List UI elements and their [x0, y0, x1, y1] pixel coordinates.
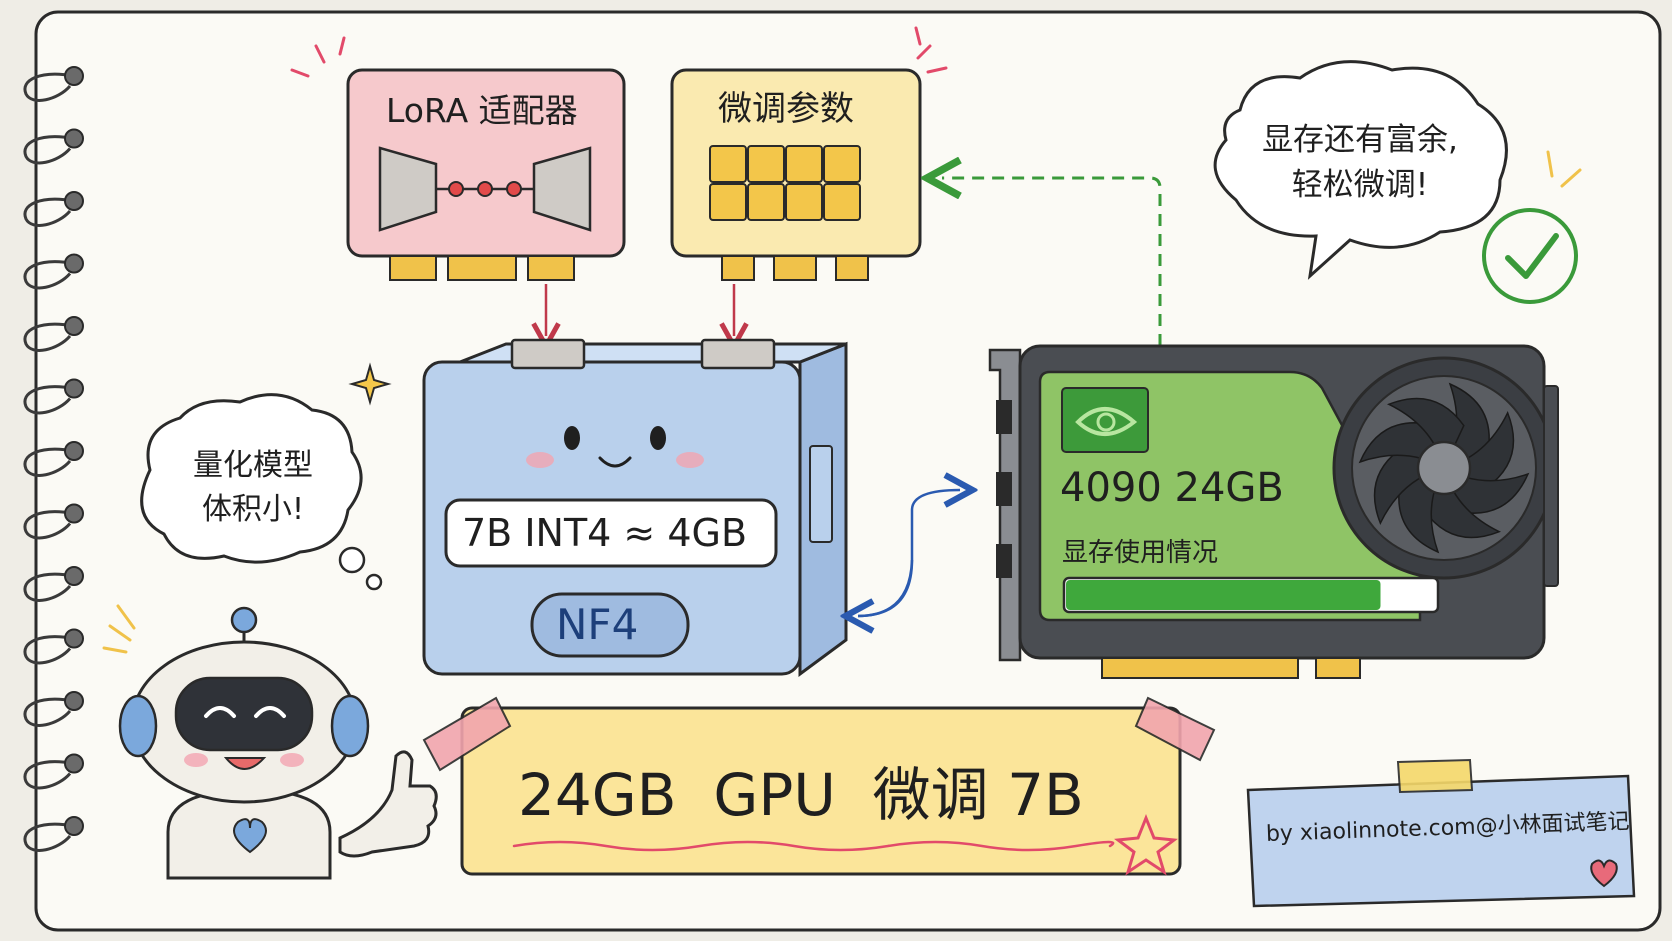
- title-banner: [422, 696, 1216, 876]
- spiral-ring: [23, 135, 75, 165]
- nf4-badge-label: NF4: [556, 600, 639, 649]
- spiral-ring: [23, 510, 75, 540]
- gpu-speech-bubble: [1213, 60, 1582, 280]
- spiral-ring: [23, 260, 75, 290]
- spiral-hole: [64, 191, 84, 211]
- tape-decoration: [1396, 758, 1474, 794]
- model-size-label: 7B INT4 ≈ 4GB: [462, 511, 748, 555]
- spiral-hole: [64, 691, 84, 711]
- spiral-hole: [64, 566, 84, 586]
- spiral-hole: [64, 441, 84, 461]
- nf4-badge: [530, 592, 690, 658]
- banner-title: 24GB GPU 微调 7B: [518, 761, 1084, 829]
- gpu-bubble-line-2: 轻松微调!: [1291, 166, 1429, 203]
- spiral-hole: [64, 66, 84, 86]
- tape-decoration: [422, 696, 512, 772]
- spiral-ring: [23, 635, 75, 665]
- sparkle-icon: [348, 362, 392, 406]
- spiral-ring: [23, 385, 75, 415]
- param-cell: [709, 145, 747, 183]
- spiral-ring: [23, 822, 75, 852]
- param-cell: [747, 183, 785, 221]
- spiral-ring: [23, 697, 75, 727]
- param-cell: [785, 145, 823, 183]
- spiral-binding: [23, 66, 84, 852]
- tape-decoration: [1134, 696, 1216, 762]
- smiley-face-icon: [526, 426, 704, 468]
- gpu-model-label: 4090 24GB: [1060, 465, 1284, 511]
- spiral-ring: [23, 197, 75, 227]
- model-thought-bubble: [140, 393, 383, 591]
- param-grid-icon: [709, 145, 861, 221]
- param-cell: [823, 145, 861, 183]
- spiral-hole: [64, 378, 84, 399]
- spiral-hole: [64, 628, 84, 649]
- spiral-hole: [64, 816, 84, 836]
- check-mark-icon: [1482, 208, 1578, 304]
- gpu-bubble-line-1: 显存还有富余,: [1262, 122, 1458, 158]
- nvidia-logo-icon: [1061, 387, 1149, 453]
- thumbs-up-icon: [338, 750, 438, 858]
- lora-adapter-card: [290, 36, 626, 281]
- robot-mascot-icon: [102, 604, 438, 880]
- model-top-port: [510, 338, 586, 370]
- spiral-ring: [23, 72, 75, 102]
- finetune-params-card: [670, 26, 948, 281]
- vram-usage-bar: [1062, 576, 1440, 614]
- spiral-hole: [64, 503, 84, 524]
- param-cell: [747, 145, 785, 183]
- vram-usage-label: 显存使用情况: [1062, 538, 1219, 568]
- spiral-ring: [23, 447, 75, 477]
- gpu-bubble-text: 显存还有富余, 轻松微调!: [1240, 118, 1480, 208]
- spiral-ring: [23, 760, 75, 790]
- heart-icon: [1590, 859, 1618, 888]
- param-cell: [709, 183, 747, 221]
- lora-down-projection-icon: [378, 146, 438, 232]
- param-cell: [823, 183, 861, 221]
- gpu-to-params-arrow: [942, 178, 1162, 346]
- model-top-port: [700, 338, 776, 370]
- gpu-card: [988, 344, 1559, 679]
- spiral-hole: [64, 753, 84, 774]
- model-bubble-text: 量化模型 体积小!: [168, 444, 338, 531]
- spiral-hole: [64, 316, 84, 336]
- star-icon: [1114, 813, 1178, 876]
- credit-card: [1246, 758, 1636, 908]
- model-size-panel: [444, 498, 778, 568]
- quantized-model-box: [348, 338, 848, 677]
- spiral-ring: [23, 572, 75, 602]
- vram-usage-fill: [1066, 580, 1381, 610]
- spiral-hole: [64, 128, 84, 149]
- model-bubble-line-2: 体积小!: [201, 491, 305, 527]
- param-cell: [785, 183, 823, 221]
- params-card-title: 微调参数: [718, 89, 854, 129]
- spiral-ring: [23, 322, 75, 352]
- model-bubble-line-1: 量化模型: [193, 448, 313, 483]
- lora-up-projection-icon: [532, 146, 592, 232]
- spiral-hole: [64, 253, 84, 274]
- lora-card-title: LoRA 适配器: [386, 91, 578, 130]
